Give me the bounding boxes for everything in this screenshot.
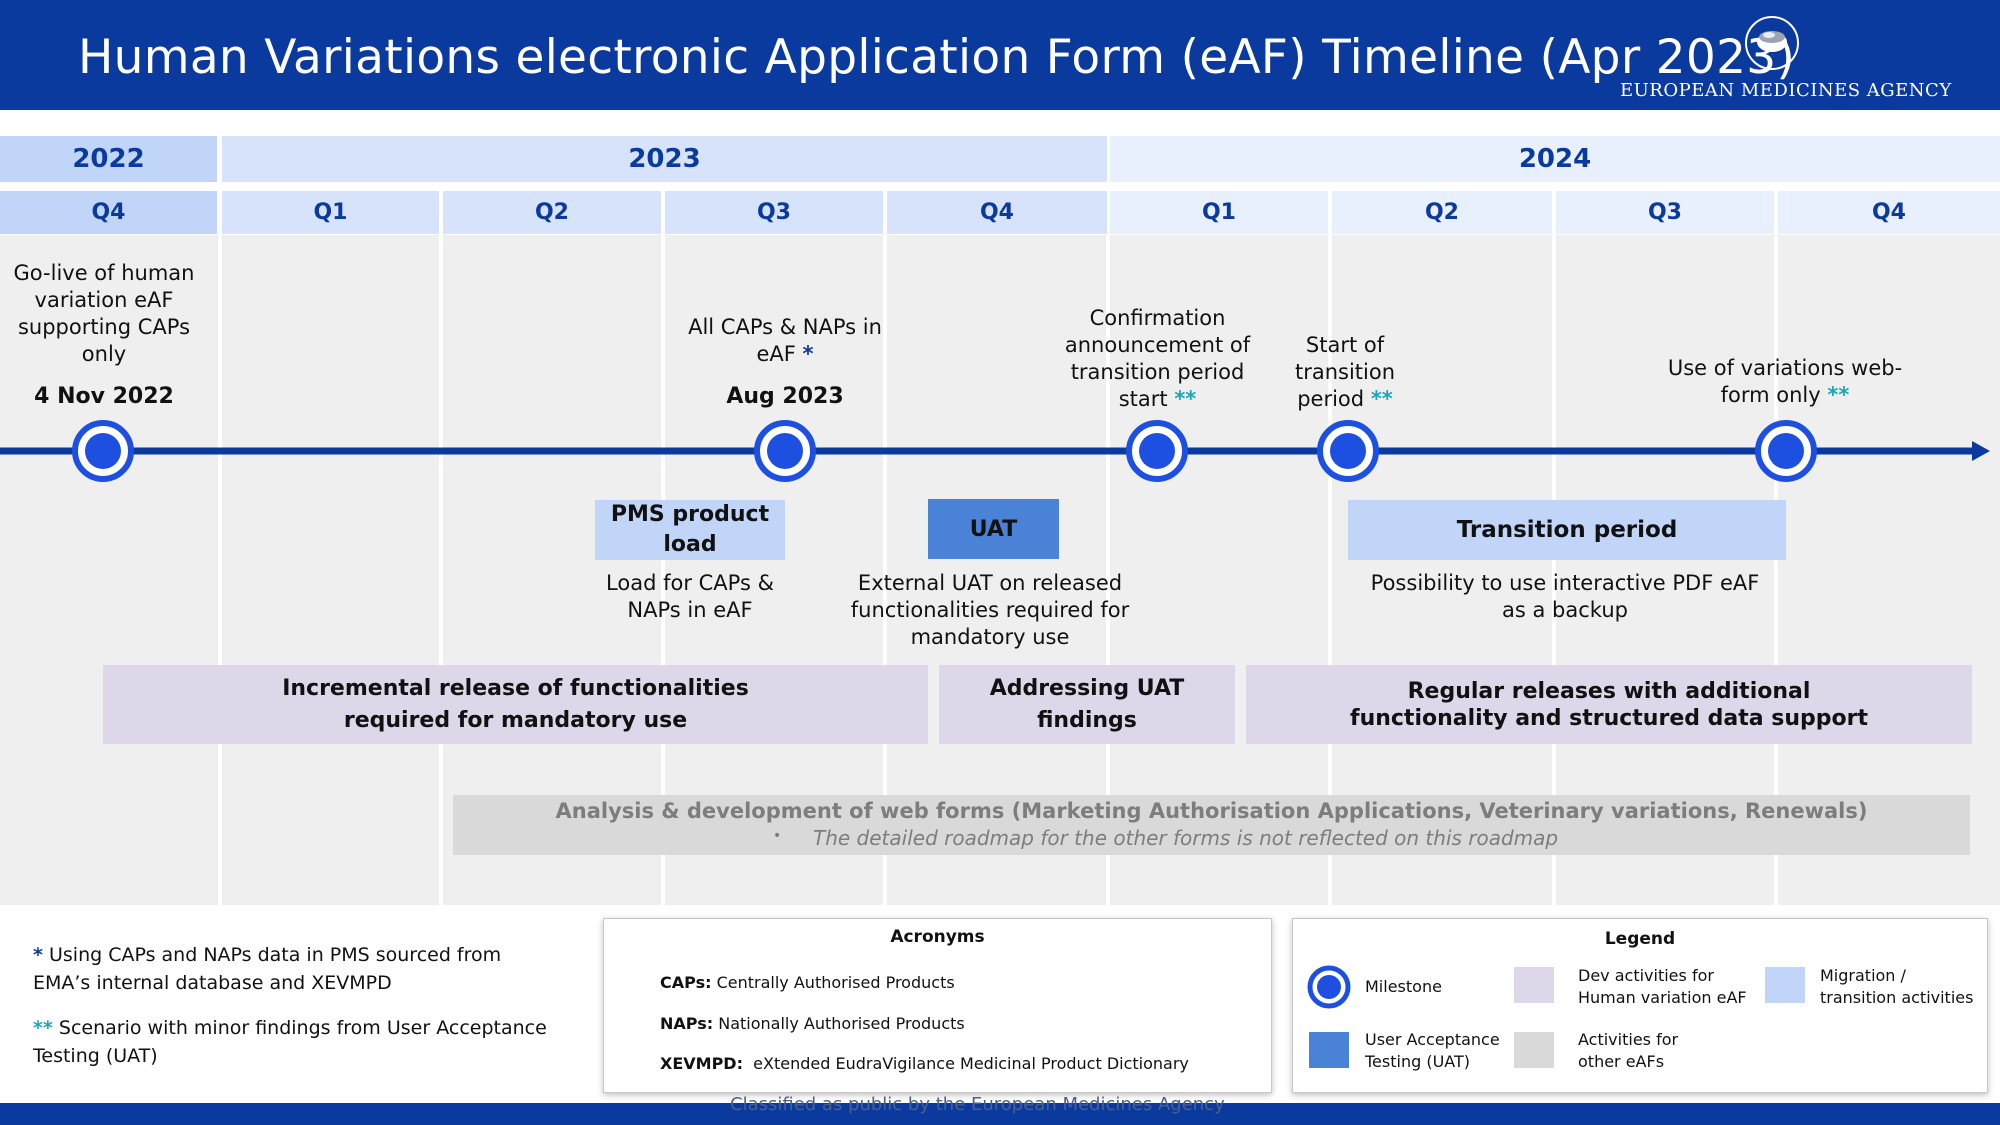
- timeline-arrowhead: [1972, 441, 1990, 461]
- agency-name: EUROPEAN MEDICINES AGENCY: [1620, 80, 1952, 101]
- milestone-label-confirmation: Confirmation announcement of transition …: [1064, 306, 1251, 411]
- transition-period-box: Transition period: [1348, 500, 1786, 560]
- quarter-2024-q4: Q4: [1778, 191, 2000, 234]
- double-asterisk-marker: **: [1370, 387, 1393, 411]
- milestone-icon: [1317, 420, 1379, 482]
- legend-migration-swatch: [1765, 967, 1805, 1003]
- quarter-divider: [883, 235, 887, 905]
- page-title: Human Variations electronic Application …: [78, 30, 1796, 85]
- pms-product-load-box: PMS product load: [595, 500, 785, 560]
- other-forms-note: The detailed roadmap for the other forms…: [813, 826, 1559, 850]
- quarter-divider: [1106, 235, 1110, 905]
- classification-label: Classified as public by the European Med…: [730, 1094, 1225, 1115]
- milestone-label-transition-start: Start of transition period **: [1294, 333, 1396, 411]
- legend-panel: Legend Milestone User Acceptance Testing…: [1292, 918, 1988, 1093]
- quarter-2023-q1: Q1: [222, 191, 439, 234]
- quarter-2023-q2: Q2: [443, 191, 661, 234]
- acronyms-title: Acronyms: [890, 927, 985, 947]
- legend-title: Legend: [1604, 929, 1676, 949]
- legend-dev-swatch: [1514, 967, 1554, 1003]
- quarter-2023-q3: Q3: [665, 191, 883, 234]
- timeline-grid: [0, 235, 2000, 905]
- milestone-date-all-caps-naps: Aug 2023: [726, 384, 844, 409]
- milestone-icon: [1126, 420, 1188, 482]
- quarter-divider: [1774, 235, 1778, 905]
- other-forms-title: Analysis & development of web forms (Mar…: [555, 799, 1868, 823]
- quarter-2024-q2: Q2: [1332, 191, 1552, 234]
- ema-logo-icon: [1745, 16, 1799, 70]
- bullet-icon: •: [773, 828, 782, 844]
- quarter-divider: [439, 235, 443, 905]
- milestone-icon: [72, 420, 134, 482]
- quarter-2024-q3: Q3: [1556, 191, 1774, 234]
- year-2023: 2023: [222, 136, 1107, 182]
- legend-other-swatch: [1514, 1032, 1554, 1068]
- footnote-double-asterisk: ** Scenario with minor findings from Use…: [33, 1017, 547, 1067]
- year-2024: 2024: [1110, 136, 2000, 182]
- milestone-label-golive: Go-live of human variation eAF supportin…: [13, 261, 195, 366]
- legend-other-label: Activities for other eAFs: [1578, 1030, 1679, 1071]
- uat-box: UAT: [928, 499, 1059, 559]
- acronym-naps: NAPs: Nationally Authorised Products: [660, 1014, 965, 1033]
- header-bar: [0, 0, 2000, 110]
- pms-product-load-desc: Load for CAPs & NAPs in eAF: [606, 571, 774, 622]
- acronyms-panel: Acronyms CAPs: Centrally Authorised Prod…: [603, 918, 1272, 1093]
- legend-uat-swatch: [1309, 1032, 1349, 1068]
- asterisk-marker: *: [802, 342, 814, 366]
- year-2022: 2022: [0, 136, 217, 182]
- quarter-divider: [661, 235, 665, 905]
- milestone-label-webform-only: Use of variations web-form only **: [1667, 356, 1903, 407]
- footnote-single-asterisk: * Using CAPs and NAPs data in PMS source…: [33, 944, 502, 994]
- double-asterisk-marker: **: [1827, 383, 1850, 407]
- dev-bar-regular-releases: Regular releases with additional functio…: [1246, 665, 1972, 744]
- acronym-xevmpd: XEVMPD: eXtended EudraVigilance Medicina…: [660, 1054, 1189, 1073]
- quarter-2022-q4: Q4: [0, 191, 217, 234]
- quarter-divider: [1552, 235, 1556, 905]
- uat-desc: External UAT on released functionalities…: [850, 571, 1130, 649]
- legend-migration-label: Migration / transition activities: [1820, 966, 1974, 1007]
- milestone-date-golive: 4 Nov 2022: [34, 384, 174, 409]
- milestone-icon: [754, 420, 816, 482]
- transition-period-desc: Possibility to use interactive PDF eAF a…: [1370, 571, 1760, 622]
- acronym-caps: CAPs: Centrally Authorised Products: [660, 973, 955, 992]
- quarter-divider: [1328, 235, 1332, 905]
- quarter-divider: [218, 235, 222, 905]
- milestone-icon: [1755, 420, 1817, 482]
- milestone-label-all-caps-naps: All CAPs & NAPs in eAF *: [688, 315, 882, 366]
- quarter-2023-q4: Q4: [887, 191, 1107, 234]
- dev-bar-incremental-release: Incremental release of functionalities r…: [103, 665, 928, 744]
- footer-bar: [0, 1103, 2000, 1125]
- timeline-axis: [0, 420, 1990, 482]
- legend-milestone-label: Milestone: [1365, 977, 1442, 996]
- legend-uat-label: User Acceptance Testing (UAT): [1365, 1030, 1500, 1071]
- other-forms-bar: Analysis & development of web forms (Mar…: [453, 795, 1970, 855]
- dev-bar-addressing-uat: Addressing UAT findings: [939, 665, 1235, 744]
- double-asterisk-marker: **: [1174, 387, 1197, 411]
- legend-milestone-icon: [1307, 965, 1351, 1009]
- legend-dev-label: Dev activities for Human variation eAF: [1578, 966, 1747, 1007]
- quarter-2024-q1: Q1: [1110, 191, 1328, 234]
